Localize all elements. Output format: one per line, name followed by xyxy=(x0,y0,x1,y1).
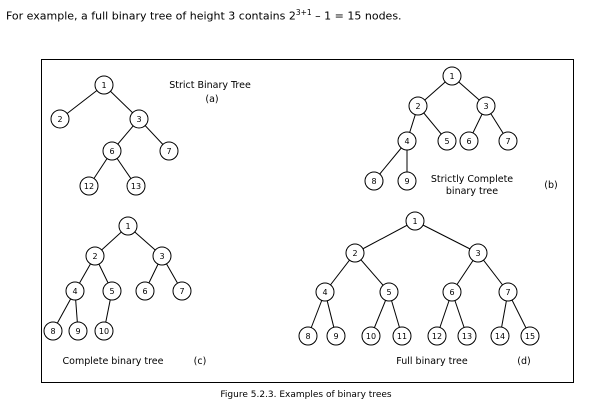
intro-sentence: For example, a full binary tree of heigh… xyxy=(6,8,402,23)
intro-text-before: For example, a full binary tree of heigh… xyxy=(6,9,296,23)
figure-caption: Figure 5.2.3. Examples of binary trees xyxy=(220,390,392,400)
intro-text-after: – 1 = 15 nodes. xyxy=(311,9,402,23)
figure-border-box xyxy=(41,59,574,383)
intro-exponent: 3+1 xyxy=(295,8,312,17)
